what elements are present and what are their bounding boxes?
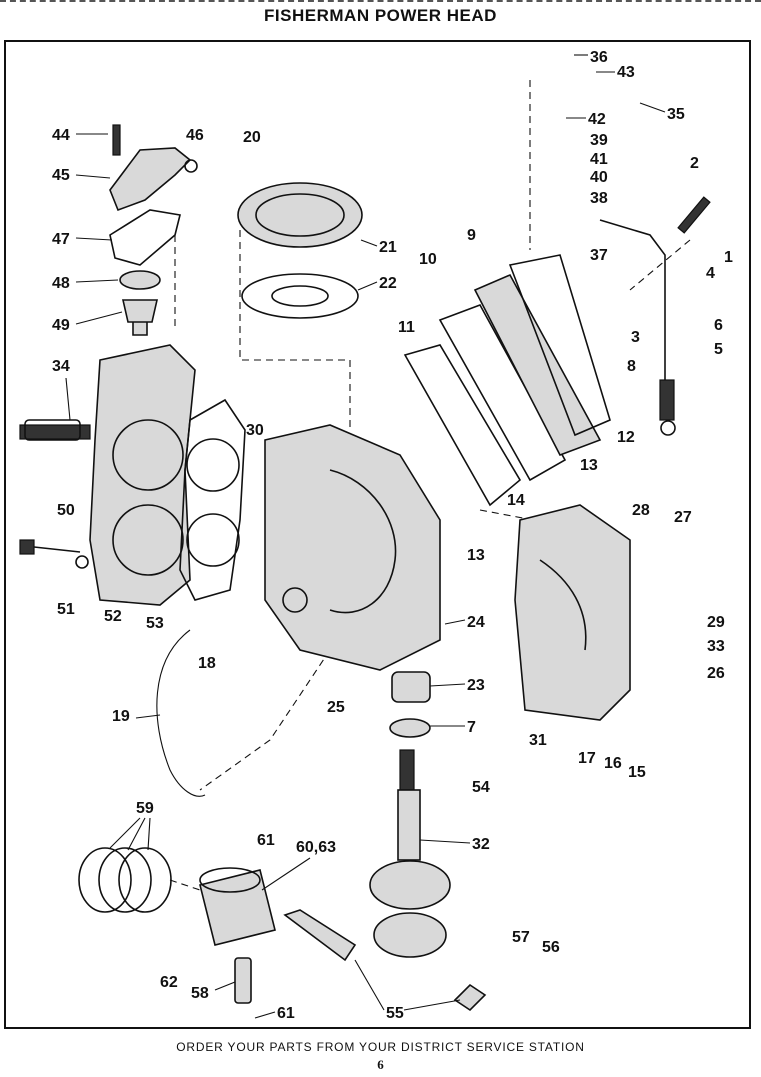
callout-20: 20 <box>243 129 261 146</box>
callout-58: 58 <box>191 985 209 1002</box>
callout-12: 12 <box>617 429 635 446</box>
callout-6: 6 <box>714 317 723 334</box>
thermostat-gasket-part <box>109 209 181 266</box>
callout-34: 34 <box>52 358 70 375</box>
callout-7: 7 <box>467 719 476 736</box>
callout-55: 55 <box>386 1005 404 1022</box>
callout-48: 48 <box>52 275 70 292</box>
callout-39: 39 <box>590 132 608 149</box>
callout-26: 26 <box>707 665 725 682</box>
callout-10: 10 <box>419 251 437 268</box>
callout-46: 46 <box>186 127 204 144</box>
callout-19: 19 <box>112 708 130 725</box>
callout-4: 4 <box>706 265 715 282</box>
thermostat-seal-part <box>119 270 161 290</box>
leader-lines <box>65 54 666 1019</box>
callout-21: 21 <box>379 239 397 256</box>
top-dashed-rule <box>0 0 761 2</box>
callout-57: 57 <box>512 929 530 946</box>
callout-61b: 61 <box>277 1005 295 1022</box>
callout-2: 2 <box>690 155 699 172</box>
assembly-lines <box>169 80 691 896</box>
callout-30: 30 <box>246 422 264 439</box>
callout-52: 52 <box>104 608 122 625</box>
head-gasket-part <box>179 398 246 601</box>
callout-18: 18 <box>198 655 216 672</box>
cylinder-head-part <box>19 344 196 606</box>
cylinder-block-part <box>264 424 441 671</box>
cylinder-gasket-rings <box>237 182 363 319</box>
spark-plug-part <box>24 419 81 441</box>
callout-54: 54 <box>472 779 490 796</box>
wrist-pin-part <box>234 957 252 1004</box>
callout-38: 38 <box>590 190 608 207</box>
callout-61a: 61 <box>257 832 275 849</box>
exhaust-plates-part <box>403 254 611 507</box>
callout-35: 35 <box>667 106 685 123</box>
callout-15: 15 <box>628 764 646 781</box>
throttle-linkage-part <box>599 196 711 436</box>
diagram-frame <box>4 40 751 1029</box>
callout-22: 22 <box>379 275 397 292</box>
callout-31: 31 <box>529 732 547 749</box>
callout-11: 11 <box>398 319 415 336</box>
bearing-part <box>391 671 431 703</box>
piston-rings-part <box>78 847 172 913</box>
callout-51: 51 <box>57 601 75 618</box>
callout-1: 1 <box>724 249 733 266</box>
thermostat-part <box>121 299 159 336</box>
callout-13b: 13 <box>467 547 485 564</box>
callout-25: 25 <box>327 699 345 716</box>
callout-labels: 36 43 35 42 39 41 40 38 37 44 46 45 20 4… <box>52 49 733 1022</box>
piston-part <box>199 867 276 946</box>
callout-23: 23 <box>467 677 485 694</box>
callout-13a: 13 <box>580 457 598 474</box>
callout-59: 59 <box>136 800 154 817</box>
callout-36: 36 <box>590 49 608 66</box>
callout-43: 43 <box>617 64 635 81</box>
callout-44: 44 <box>52 127 70 144</box>
page-title: FISHERMAN POWER HEAD <box>264 6 497 25</box>
callout-3: 3 <box>631 329 640 346</box>
thermostat-cover-part <box>109 124 198 212</box>
oil-seal-part <box>389 718 431 738</box>
rod-cap-part <box>453 983 487 1012</box>
callout-41: 41 <box>590 151 608 168</box>
crankcase-cover-part <box>514 504 631 721</box>
callout-60-63: 60,63 <box>296 839 336 856</box>
connecting-rod-part <box>283 909 357 962</box>
callout-28: 28 <box>632 502 650 519</box>
callout-53: 53 <box>146 615 164 632</box>
callout-27: 27 <box>674 509 692 526</box>
crankshaft-part <box>369 749 451 958</box>
callout-42: 42 <box>588 111 606 128</box>
callout-47: 47 <box>52 231 70 248</box>
footer-note: ORDER YOUR PARTS FROM YOUR DISTRICT SERV… <box>176 1040 585 1054</box>
callout-24: 24 <box>467 614 485 631</box>
callout-45: 45 <box>52 167 70 184</box>
callout-37: 37 <box>590 247 608 264</box>
callout-5: 5 <box>714 341 723 358</box>
head-bolt-part <box>19 539 89 569</box>
callout-50: 50 <box>57 502 75 519</box>
ground-wire-part <box>156 629 206 797</box>
callout-29: 29 <box>707 614 725 631</box>
callout-17: 17 <box>578 750 596 767</box>
callout-14: 14 <box>507 492 525 509</box>
callout-32: 32 <box>472 836 490 853</box>
callout-49: 49 <box>52 317 70 334</box>
page-number: 6 <box>377 1057 384 1072</box>
callout-8: 8 <box>627 358 636 375</box>
callout-62: 62 <box>160 974 178 991</box>
callout-16: 16 <box>604 755 622 772</box>
callout-9: 9 <box>467 227 476 244</box>
callout-33: 33 <box>707 638 725 655</box>
callout-40: 40 <box>590 169 608 186</box>
callout-56: 56 <box>542 939 560 956</box>
